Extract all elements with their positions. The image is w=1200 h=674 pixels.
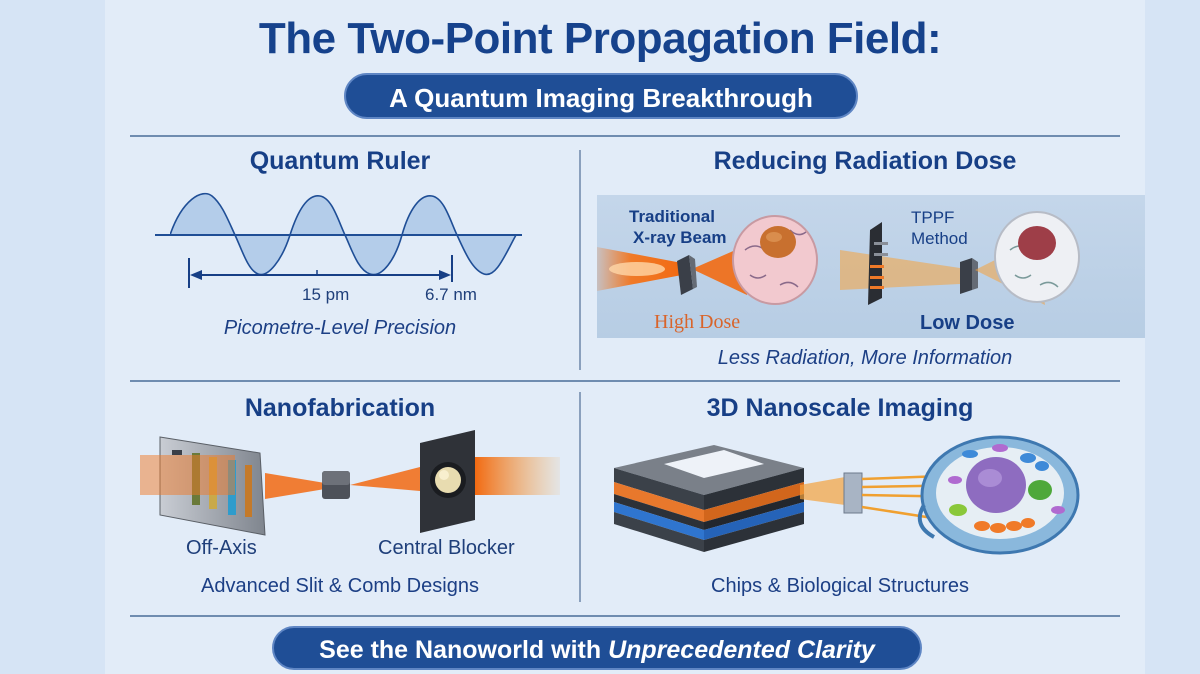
divider-bottom — [130, 615, 1120, 617]
cell-icon-low-dose — [975, 211, 1080, 305]
label-tppf-line1: TPPF — [911, 208, 955, 227]
caption-picometre-precision: Picometre-Level Precision — [223, 317, 457, 339]
footer-banner: See the Nanoworld with Unprecedented Cla… — [272, 626, 922, 670]
label-traditional-xray-line2: X-ray Beam — [633, 228, 727, 247]
divider-top — [130, 135, 1120, 137]
section-title-3d-imaging: 3D Nanoscale Imaging — [706, 394, 974, 422]
footer-text-italic: Unprecedented Clarity — [608, 636, 875, 664]
section-title-radiation-dose: Reducing Radiation Dose — [713, 147, 1017, 175]
section-title-quantum-ruler: Quantum Ruler — [249, 147, 431, 175]
subtitle-banner: A Quantum Imaging Breakthrough — [344, 73, 858, 119]
footer-text-plain: See the Nanoworld with — [319, 636, 609, 664]
divider-vertical-top — [579, 150, 581, 370]
label-central-blocker: Central Blocker — [378, 537, 515, 559]
label-off-axis: Off-Axis — [186, 537, 257, 559]
slit-mask-icon — [140, 430, 560, 536]
layered-chip-icon — [614, 445, 804, 552]
divider-middle — [130, 380, 1120, 382]
label-high-dose: High Dose — [654, 311, 741, 333]
biological-cell-icon — [917, 435, 1080, 555]
caption-chips-biological: Chips & Biological Structures — [711, 575, 969, 597]
sine-wave-ruler-icon — [155, 192, 522, 288]
ruler-label-15pm: 15 pm — [302, 285, 350, 304]
label-traditional-xray-line1: Traditional — [629, 207, 715, 226]
section-title-nanofabrication: Nanofabrication — [244, 394, 436, 422]
caption-slit-comb-designs: Advanced Slit & Comb Designs — [201, 575, 479, 597]
comb-mask-icon — [840, 222, 978, 305]
page-title: The Two-Point Propagation Field: — [258, 14, 942, 63]
caption-less-radiation: Less Radiation, More Information — [717, 347, 1013, 369]
label-low-dose: Low Dose — [920, 312, 1015, 334]
label-tppf-line2: Method — [911, 229, 968, 248]
cell-icon — [732, 215, 818, 305]
divider-vertical-bottom — [579, 392, 581, 602]
ruler-label-6.7nm: 6.7 nm — [425, 285, 477, 304]
